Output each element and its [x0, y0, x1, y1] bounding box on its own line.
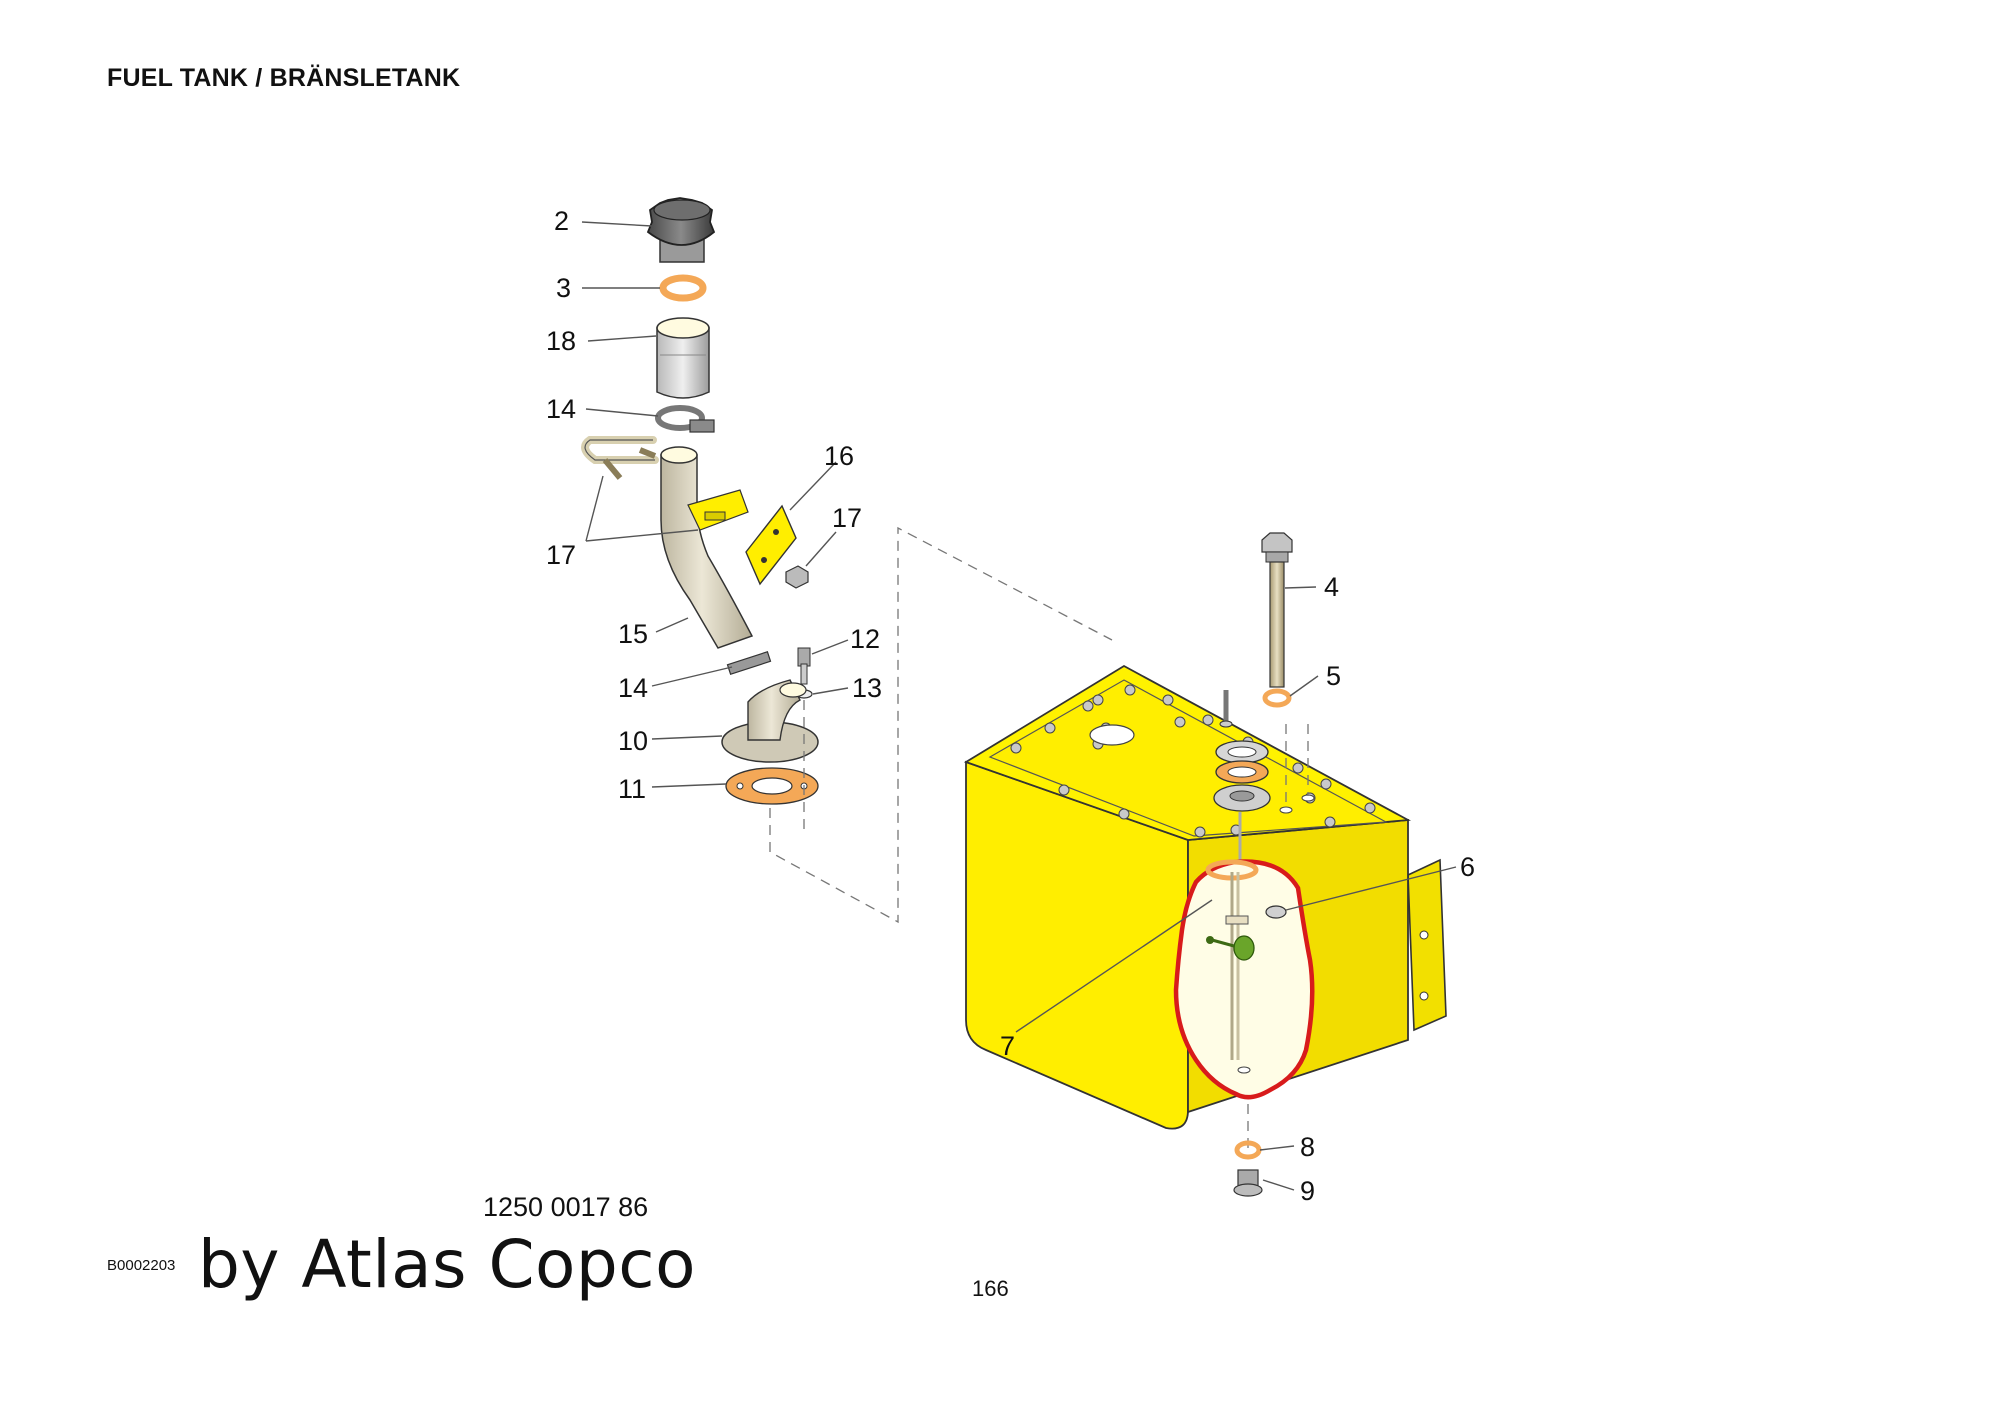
filler-flange-gasket — [725, 767, 819, 805]
callout-14: 14 — [546, 394, 576, 424]
callout-17: 17 — [546, 540, 576, 570]
flange-bolt — [797, 647, 811, 685]
breather-pipe — [1261, 532, 1293, 688]
callout-6: 6 — [1460, 852, 1475, 882]
callout-9: 9 — [1300, 1176, 1315, 1206]
tank-mounting-stud — [1265, 905, 1287, 919]
u-bolt — [581, 436, 659, 480]
callout-8: 8 — [1300, 1132, 1315, 1162]
breather-pipe-washer — [1262, 688, 1292, 708]
filler-flange — [721, 679, 819, 763]
sender-opening-highlight — [1173, 859, 1315, 1100]
leader-lines — [581, 221, 1457, 1191]
callout-2: 2 — [554, 206, 569, 236]
callout-16: 16 — [824, 441, 854, 471]
hose-clamp-upper — [655, 405, 715, 433]
callout-14: 14 — [618, 673, 648, 703]
callout-4: 4 — [1324, 572, 1339, 602]
callout-5: 5 — [1326, 661, 1341, 691]
callout-15: 15 — [618, 619, 648, 649]
level-sender-assembly — [1213, 690, 1271, 862]
page-title: FUEL TANK / BRÄNSLETANK — [107, 64, 461, 92]
filler-cap — [646, 197, 716, 263]
callout-12: 12 — [850, 624, 880, 654]
pipe-clamp-bracket — [687, 489, 749, 531]
drain-plug-washer — [1234, 1140, 1262, 1160]
filler-cap-gasket — [659, 274, 707, 302]
callout-13: 13 — [852, 673, 882, 703]
drain-plug — [1233, 1169, 1263, 1197]
callout-11: 11 — [618, 774, 646, 804]
mounting-bracket — [745, 504, 797, 586]
filler-pipe — [660, 446, 754, 649]
callout-17: 17 — [832, 503, 862, 533]
hose-clamp-lower — [726, 650, 772, 676]
page-number: 166 — [972, 1276, 1009, 1301]
callout-3: 3 — [556, 273, 571, 303]
brand-watermark: by Atlas Copco — [198, 1226, 696, 1303]
bracket-nut — [785, 565, 809, 589]
callout-18: 18 — [546, 326, 576, 356]
callout-10: 10 — [618, 726, 648, 756]
part-number: 1250 0017 86 — [483, 1192, 649, 1222]
filler-sleeve — [656, 317, 710, 399]
callout-7: 7 — [1000, 1031, 1015, 1061]
image-code: B0002203 — [107, 1257, 176, 1274]
